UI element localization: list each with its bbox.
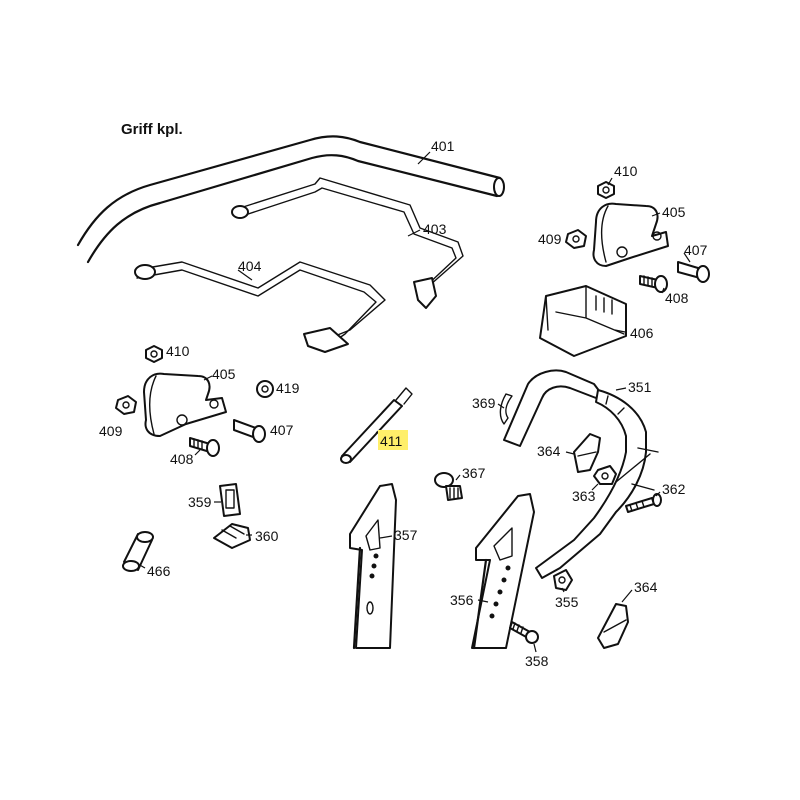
part-403-wire-bracket	[231, 177, 464, 309]
part-367-knob	[434, 472, 463, 501]
callout-360: 360	[246, 528, 279, 544]
label-407-upper: 407	[684, 242, 708, 258]
callout-367: 367	[455, 465, 486, 481]
label-411-highlight	[378, 430, 408, 450]
callout-405-left: 405	[203, 366, 236, 382]
label-408-left: 408	[170, 451, 194, 467]
part-357-frame-leg	[349, 483, 397, 650]
label-363: 363	[572, 488, 596, 504]
part-405-hinge-left	[143, 372, 227, 437]
label-364-lower: 364	[634, 579, 658, 595]
label-367: 367	[462, 465, 486, 481]
part-408-bolt-upper	[639, 275, 668, 293]
part-410-nut-upper	[597, 181, 615, 199]
callout-364-lower: 364	[621, 579, 658, 603]
part-362-bolt	[625, 493, 662, 513]
part-369-clip	[499, 393, 513, 425]
label-419: 419	[276, 380, 300, 396]
part-409-nut-upper	[565, 229, 587, 249]
label-360: 360	[255, 528, 279, 544]
label-410-left: 410	[166, 343, 190, 359]
callout-362: 362	[655, 481, 686, 497]
part-410-nut-left	[145, 345, 163, 363]
callout-408-left: 408	[170, 449, 201, 467]
diagram-title: Griff kpl.	[121, 121, 183, 138]
label-408-upper: 408	[665, 290, 689, 306]
callout-410-upper: 410	[607, 163, 638, 186]
label-401: 401	[431, 138, 455, 154]
label-404: 404	[238, 258, 262, 274]
callout-410-left: 410	[166, 343, 190, 359]
label-364-upper: 364	[537, 443, 561, 459]
part-409-nut-left	[115, 395, 137, 415]
part-351-lever-arm	[503, 369, 659, 579]
callout-405-upper: 405	[651, 204, 686, 220]
part-356-frame-leg	[471, 493, 535, 650]
callout-407-upper: 407	[683, 242, 708, 263]
callout-409-left: 409	[99, 423, 123, 439]
label-358: 358	[525, 653, 549, 669]
part-401-handle-tube	[76, 135, 505, 264]
label-405-left: 405	[212, 366, 236, 382]
part-466-bushing	[122, 531, 154, 572]
callout-358: 358	[525, 643, 549, 669]
part-355-washer	[553, 569, 573, 591]
part-406-cover	[539, 285, 627, 357]
part-405-hinge-upper	[592, 202, 669, 267]
callout-369: 369	[472, 395, 505, 411]
part-363-nut	[593, 465, 617, 485]
label-357: 357	[394, 527, 418, 543]
label-369: 369	[472, 395, 496, 411]
part-364-knob-upper	[573, 433, 601, 473]
label-405-upper: 405	[662, 204, 686, 220]
label-355: 355	[555, 594, 579, 610]
callout-351: 351	[615, 379, 652, 395]
label-359: 359	[188, 494, 212, 510]
callout-419: 419	[276, 380, 300, 396]
callout-401: 401	[417, 138, 455, 165]
callout-363: 363	[572, 483, 599, 504]
part-360-clip	[213, 523, 251, 549]
callout-406: 406	[614, 325, 654, 341]
part-411-rod	[340, 387, 413, 464]
label-409-left: 409	[99, 423, 123, 439]
label-403: 403	[423, 221, 447, 237]
callout-357: 357	[379, 527, 418, 543]
part-404-wire-bracket	[134, 261, 386, 353]
callout-408-upper: 408	[661, 287, 689, 306]
label-351: 351	[628, 379, 652, 395]
part-364-knob-lower	[597, 603, 629, 649]
label-466: 466	[147, 563, 171, 579]
callout-466: 466	[137, 563, 171, 579]
callout-403: 403	[407, 221, 447, 237]
part-359-clip	[219, 483, 241, 517]
callout-364-upper: 364	[537, 443, 575, 459]
part-358-screw	[509, 621, 539, 644]
label-411: 411	[380, 433, 403, 449]
label-410-upper: 410	[614, 163, 638, 179]
part-419-nut	[256, 380, 274, 398]
callout-409-upper: 409	[538, 231, 562, 247]
label-407-left: 407	[270, 422, 294, 438]
callout-411: 411	[375, 430, 408, 450]
part-407-pin-upper	[677, 261, 710, 283]
part-408-bolt-left	[189, 437, 220, 457]
callout-355: 355	[555, 587, 579, 610]
label-356: 356	[450, 592, 474, 608]
label-409-upper: 409	[538, 231, 562, 247]
label-406: 406	[630, 325, 654, 341]
callout-407-left: 407	[270, 422, 294, 438]
callout-404: 404	[237, 258, 262, 281]
part-407-pin-left	[233, 419, 266, 443]
label-362: 362	[662, 481, 686, 497]
callout-359: 359	[188, 494, 221, 510]
callout-356: 356	[450, 592, 489, 608]
